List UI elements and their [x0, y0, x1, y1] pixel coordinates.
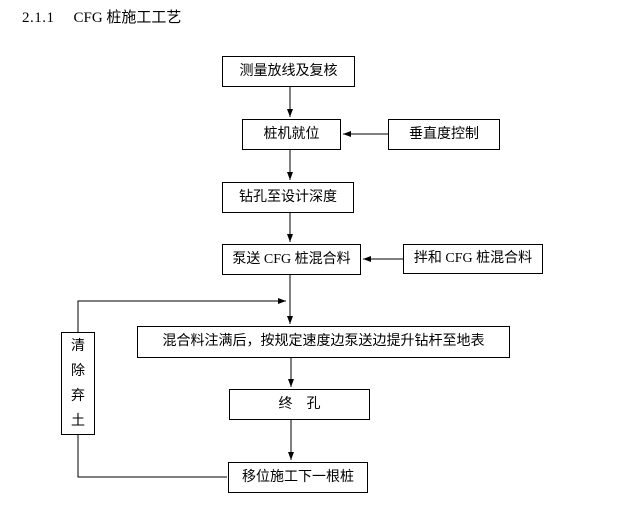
flow-node-relocate-next-pile-label: 移位施工下一根桩	[242, 469, 354, 485]
flow-node-lift-drill-rod-label: 混合料注满后，按规定速度边泵送边提升钻杆至地表	[162, 334, 485, 349]
flow-node-survey-label: 测量放线及复核	[239, 63, 338, 79]
section-title: CFG 桩施工工艺	[73, 10, 182, 26]
flow-node-remove-spoil-label: 清除弃土	[71, 338, 85, 429]
flow-node-mix-cfg-mixture: 拌和 CFG 桩混合料	[403, 244, 543, 274]
flow-node-pump-cfg-mixture: 泵送 CFG 桩混合料	[222, 244, 361, 275]
section-number: 2.1.1	[22, 10, 55, 26]
flow-node-rig-positioning-label: 桩机就位	[263, 126, 320, 142]
flow-node-remove-spoil: 清除弃土	[61, 332, 95, 435]
flow-node-drilling: 钻孔至设计深度	[222, 182, 354, 213]
flow-node-lift-drill-rod: 混合料注满后，按规定速度边泵送边提升钻杆至地表	[137, 326, 510, 358]
flow-node-pump-cfg-mixture-label: 泵送 CFG 桩混合料	[232, 251, 351, 267]
flow-node-survey: 测量放线及复核	[222, 56, 355, 87]
section-heading: 2.1.1 CFG 桩施工工艺	[22, 6, 181, 27]
flow-node-rig-positioning: 桩机就位	[242, 119, 341, 150]
flow-node-verticality-control-label: 垂直度控制	[409, 126, 479, 142]
flow-node-final-hole: 终 孔	[229, 389, 370, 420]
flow-node-relocate-next-pile: 移位施工下一根桩	[228, 462, 368, 493]
line-spoil-to-relocate	[77, 435, 227, 478]
flow-node-verticality-control: 垂直度控制	[388, 119, 500, 150]
flow-node-drilling-label: 钻孔至设计深度	[239, 189, 337, 205]
arrow-spoil-to-junction	[77, 298, 286, 332]
flow-node-mix-cfg-mixture-label: 拌和 CFG 桩混合料	[413, 251, 533, 266]
flow-node-final-hole-label: 终 孔	[278, 396, 321, 412]
